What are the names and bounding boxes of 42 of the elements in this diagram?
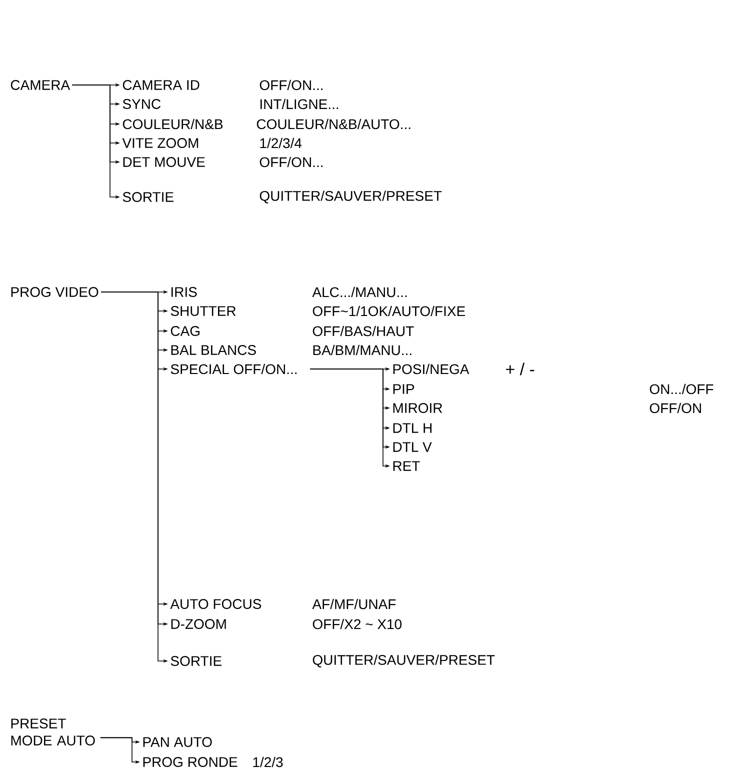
option-text: QUITTER/SAUVER/PRESET bbox=[312, 654, 495, 668]
option-text: + / - bbox=[506, 362, 534, 376]
option-text: 1/2/3 bbox=[253, 756, 283, 768]
menu-item: COULEUR/N&B bbox=[122, 118, 223, 130]
menu-item: SORTIE bbox=[122, 192, 174, 202]
option-text: OFF~1/1OK/AUTO/FIXE bbox=[312, 306, 465, 316]
menu-item: PRESET MODE AUTO bbox=[11, 718, 95, 746]
option-text: BA/BM/MANU... bbox=[313, 344, 412, 356]
option-text: OFF/ON... bbox=[260, 156, 322, 168]
menu-item: POSI/NEGA bbox=[393, 364, 470, 374]
menu-item: D-ZOOM bbox=[171, 619, 226, 629]
option-text: AF/MF/UNAF bbox=[312, 598, 396, 610]
menu-item: SORTIE bbox=[170, 656, 222, 666]
option-text: 1/2/3/4 bbox=[260, 138, 302, 148]
option-text: OFF/X2 ~ X10 bbox=[312, 618, 402, 630]
option-text: OFF/ON... bbox=[260, 80, 322, 90]
menu-item: SHUTTER bbox=[170, 306, 236, 316]
option-text: ON.../OFF bbox=[650, 384, 714, 394]
option-text: OFF/BAS/HAUT bbox=[312, 326, 414, 336]
menu-item: DTL H bbox=[393, 423, 432, 433]
menu-item: DTL V bbox=[393, 442, 432, 452]
menu-item: PIP bbox=[393, 384, 414, 394]
menu-item: CAG bbox=[170, 326, 200, 336]
menu-item: MIROIR bbox=[393, 403, 442, 413]
option-text: INT/LIGNE... bbox=[260, 98, 338, 110]
menu-item: PROG VIDEO bbox=[11, 287, 98, 297]
menu-item: CAMERA bbox=[10, 80, 70, 90]
menu-item: PROG RONDE bbox=[143, 757, 238, 767]
menu-item: PAN AUTO bbox=[143, 737, 212, 747]
menu-item: DET MOUVE bbox=[123, 157, 205, 167]
menu-item: VITE ZOOM bbox=[122, 138, 198, 148]
option-text: COULEUR/N&B/AUTO... bbox=[256, 118, 410, 130]
option-text: ALC.../MANU... bbox=[312, 286, 407, 298]
menu-item: IRIS bbox=[171, 287, 197, 297]
option-text: QUITTER/SAUVER/PRESET bbox=[260, 190, 442, 204]
menu-item: RET bbox=[393, 461, 420, 471]
menu-item: CAMERA ID bbox=[122, 80, 200, 90]
menu-item: AUTO FOCUS bbox=[170, 599, 262, 609]
option-text: OFF/ON bbox=[650, 402, 701, 414]
menu-item: SPECIAL OFF/ON... bbox=[170, 364, 296, 374]
menu-item: SYNC bbox=[122, 99, 161, 109]
menu-item: BAL BLANCS bbox=[171, 345, 256, 355]
